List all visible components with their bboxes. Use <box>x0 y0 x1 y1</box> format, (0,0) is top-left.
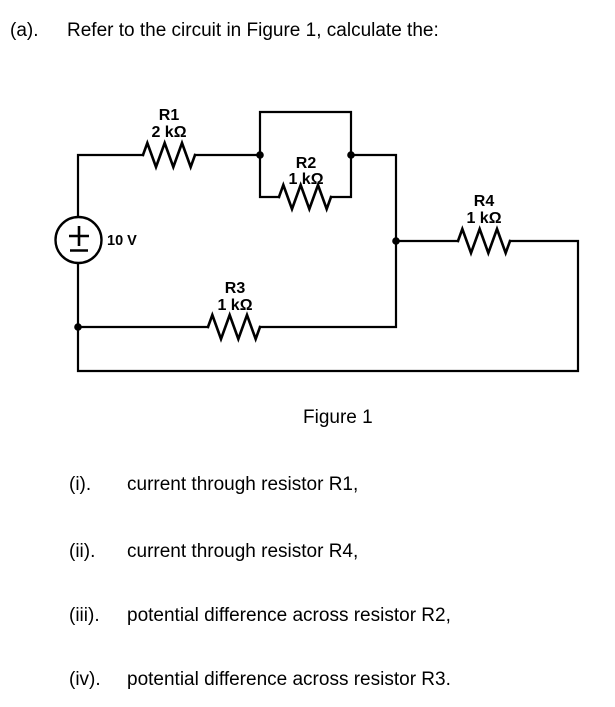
question-number: (ii). <box>69 541 96 562</box>
question-item-ii: (ii). current through resistor R4, <box>0 542 615 564</box>
resistor-r1-value: 2 kΩ <box>151 124 186 141</box>
question-item-i: (i). current through resistor R1, <box>0 475 615 497</box>
question-number: (iii). <box>69 605 100 626</box>
resistor-r2-symbol <box>277 181 333 213</box>
question-text: current through resistor R4, <box>127 541 359 562</box>
short-circuit-top-branch <box>258 110 353 157</box>
question-number: (i). <box>69 474 92 495</box>
resistor-r4-symbol <box>456 225 512 257</box>
question-text: potential difference across resistor R3. <box>127 669 451 690</box>
question-item-iv: (iv). potential difference across resist… <box>0 670 615 692</box>
wire-r3-to-node-c <box>258 239 398 329</box>
voltage-source-label: 10 V <box>107 233 137 249</box>
resistor-r1-name: R1 <box>159 107 180 124</box>
circuit-diagram: R1 2 kΩ R2 1 kΩ R3 1 kΩ R4 1 kΩ 10 V <box>54 107 580 373</box>
junction-dot-node-c <box>392 237 400 245</box>
wire-source-to-r1 <box>76 153 145 219</box>
question-number: (iv). <box>69 669 101 690</box>
resistor-r3-name: R3 <box>225 280 246 297</box>
question-prompt: Refer to the circuit in Figure 1, calcul… <box>67 20 439 41</box>
resistor-r3-value: 1 kΩ <box>217 297 252 314</box>
plus-polarity-icon <box>69 226 89 246</box>
junction-dot-node-b <box>347 151 355 159</box>
wire-node-b-to-node-c <box>349 153 398 243</box>
resistor-r4-name: R4 <box>474 193 495 210</box>
junction-dot-node-a <box>256 151 264 159</box>
question-text: potential difference across resistor R2, <box>127 605 451 626</box>
part-label: (a). <box>10 20 39 41</box>
resistor-r2-name: R2 <box>296 155 317 172</box>
resistor-r1-symbol <box>141 139 197 171</box>
resistor-r3-symbol <box>206 311 262 343</box>
wire-r4-return-loop <box>76 239 580 373</box>
figure-caption: Figure 1 <box>303 407 373 428</box>
junction-dot-node-d <box>74 323 82 331</box>
resistor-r2-value: 1 kΩ <box>288 171 323 188</box>
question-item-iii: (iii). potential difference across resis… <box>0 606 615 628</box>
question-text: current through resistor R1, <box>127 474 359 495</box>
resistor-r4-value: 1 kΩ <box>466 210 501 227</box>
wire-r2-branch <box>258 153 353 199</box>
